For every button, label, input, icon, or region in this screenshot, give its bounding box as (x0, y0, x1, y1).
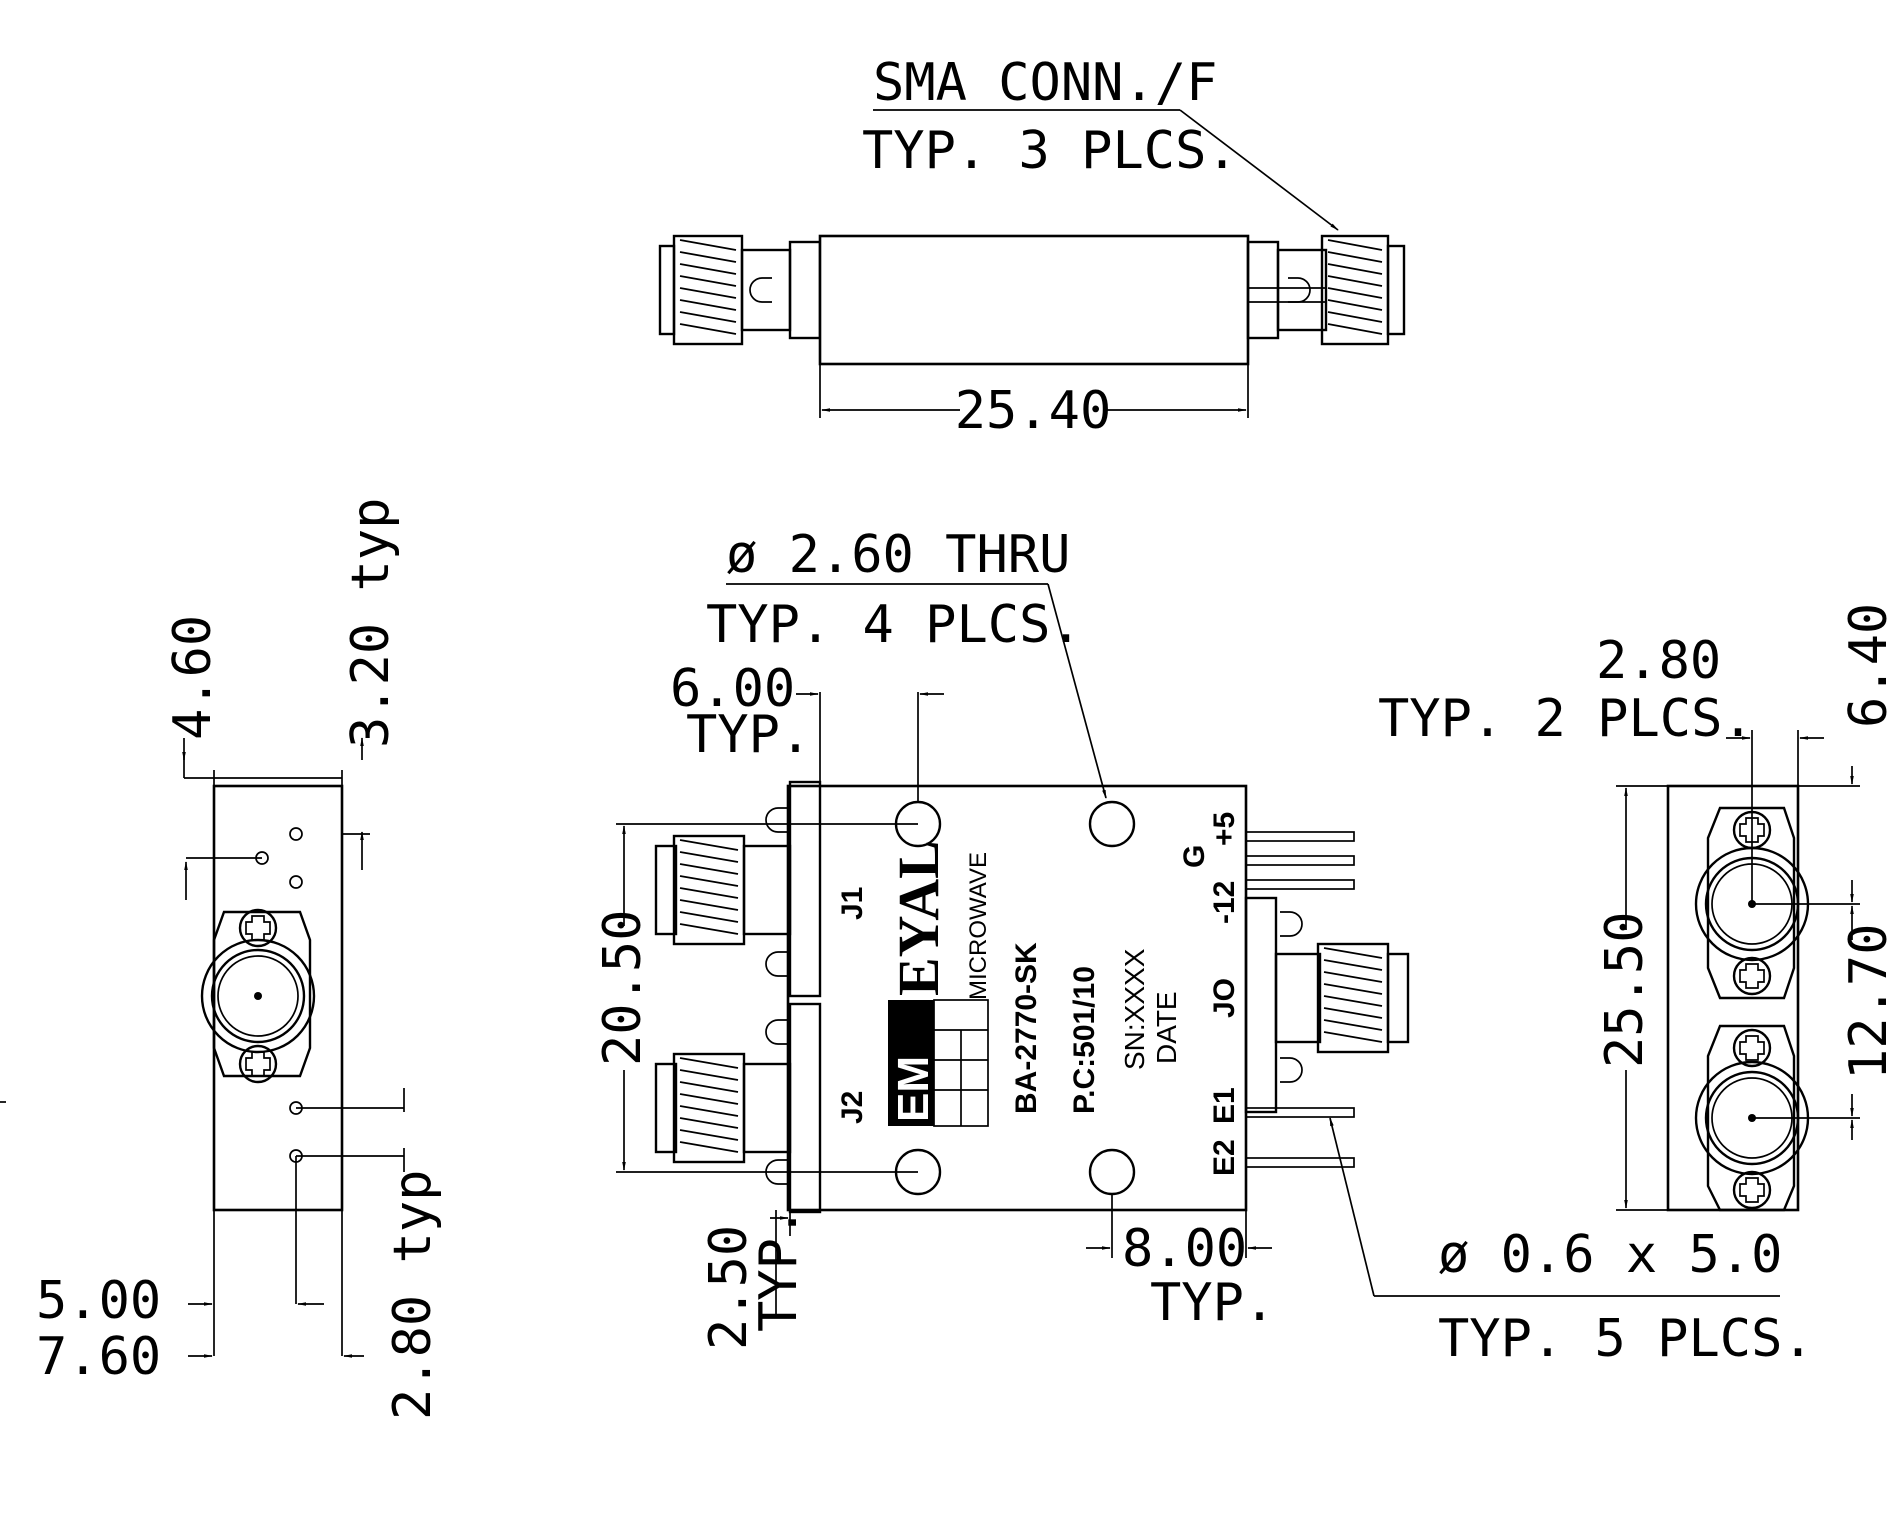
pin-callout-label: ø 0.6 x 5.0 (1438, 1225, 1782, 1285)
front-dim-800-typ: TYP. (1150, 1273, 1275, 1333)
mounting-hole-top-right (1088, 800, 1136, 848)
port-label-jo: JO (1208, 978, 1241, 1018)
logo-em-text: EM (889, 1056, 938, 1122)
date-field: DATE (1151, 991, 1182, 1064)
end-dim-280-typ: TYP. 2 PLCS. (1378, 689, 1754, 749)
serial-number: SN:XXXX (1119, 948, 1150, 1070)
front-dim-2050-label: 20.50 (593, 909, 653, 1066)
side-dim-760-label: 7.60 (36, 1327, 161, 1387)
end-dim-1270-label: 12.70 (1839, 923, 1888, 1080)
top-housing (818, 234, 1250, 366)
pin-callout-count: TYP. 5 PLCS. (1438, 1309, 1814, 1369)
length-dimension-label: 25.40 (955, 381, 1112, 441)
front-dim-250-label: 2.50 (699, 1225, 759, 1350)
pin-label-minus12: -12 (1208, 881, 1241, 924)
eyal-logo: EM EYAL MICROWAVE (886, 840, 992, 1127)
side-dim-320-label: 3.20 typ (341, 498, 401, 748)
hole-callout-label: ø 2.60 THRU (726, 525, 1070, 585)
side-dim-280-label: 2.80 typ (383, 1170, 443, 1420)
port-label-j2: J2 (836, 1091, 869, 1124)
front-dim-800-label: 8.00 (1122, 1219, 1247, 1279)
dc-pins (1245, 831, 1355, 1168)
side-dim-500-label: 5.00 (36, 1271, 161, 1331)
logo-microwave-text: MICROWAVE (965, 852, 992, 1000)
front-housing (786, 784, 1248, 1212)
top-view: 25.40 SMA CONN./F TYP. 3 PLCS. (658, 53, 1406, 441)
front-dim-250-typ: TYP. (749, 1207, 809, 1332)
jo-sma-connector (1244, 896, 1410, 1114)
top-right-sma-connector (1246, 234, 1406, 346)
front-view: J1 J2 EM EYAL MICROWAVE BA-2770-SK P.C:5… (593, 525, 1814, 1369)
side-housing (212, 784, 344, 1212)
sma-connector-count: TYP. 3 PLCS. (862, 121, 1238, 181)
port-label-j1: J1 (836, 887, 869, 920)
side-dim-460-label: 4.60 (163, 615, 223, 740)
end-dim-640-label: 6.40 (1839, 603, 1888, 728)
sma-connector-label: SMA CONN./F (873, 53, 1217, 113)
pc-number: P.C:501/10 (1068, 966, 1101, 1114)
front-dim-600-label: 6.00 (670, 659, 795, 719)
side-sma-port (200, 938, 316, 1054)
j2-sma-connector (654, 1052, 792, 1164)
end-view: 2.80 TYP. 2 PLCS. 6.40 25.50 12.70 (1378, 603, 1888, 1212)
end-dim-280-label: 2.80 (1596, 631, 1721, 691)
hole-callout-count: TYP. 4 PLCS. (706, 595, 1082, 655)
logo-eyal-text: EYAL (886, 840, 951, 996)
pin-label-e2: E2 (1208, 1139, 1241, 1176)
pin-label-g: G (1178, 845, 1211, 868)
side-view: 4.60 3.20 typ 5.00 7.60 2.80 typ (0, 498, 443, 1420)
end-dim-2550-label: 25.50 (1595, 911, 1655, 1068)
pin-label-e1: E1 (1208, 1087, 1241, 1124)
j1-sma-connector (654, 834, 792, 946)
front-dim-600-typ: TYP. (686, 705, 811, 765)
part-number: BA-2770-SK (1010, 942, 1043, 1114)
top-left-sma-connector (658, 234, 822, 346)
pin-label-plus5: +5 (1208, 812, 1241, 846)
